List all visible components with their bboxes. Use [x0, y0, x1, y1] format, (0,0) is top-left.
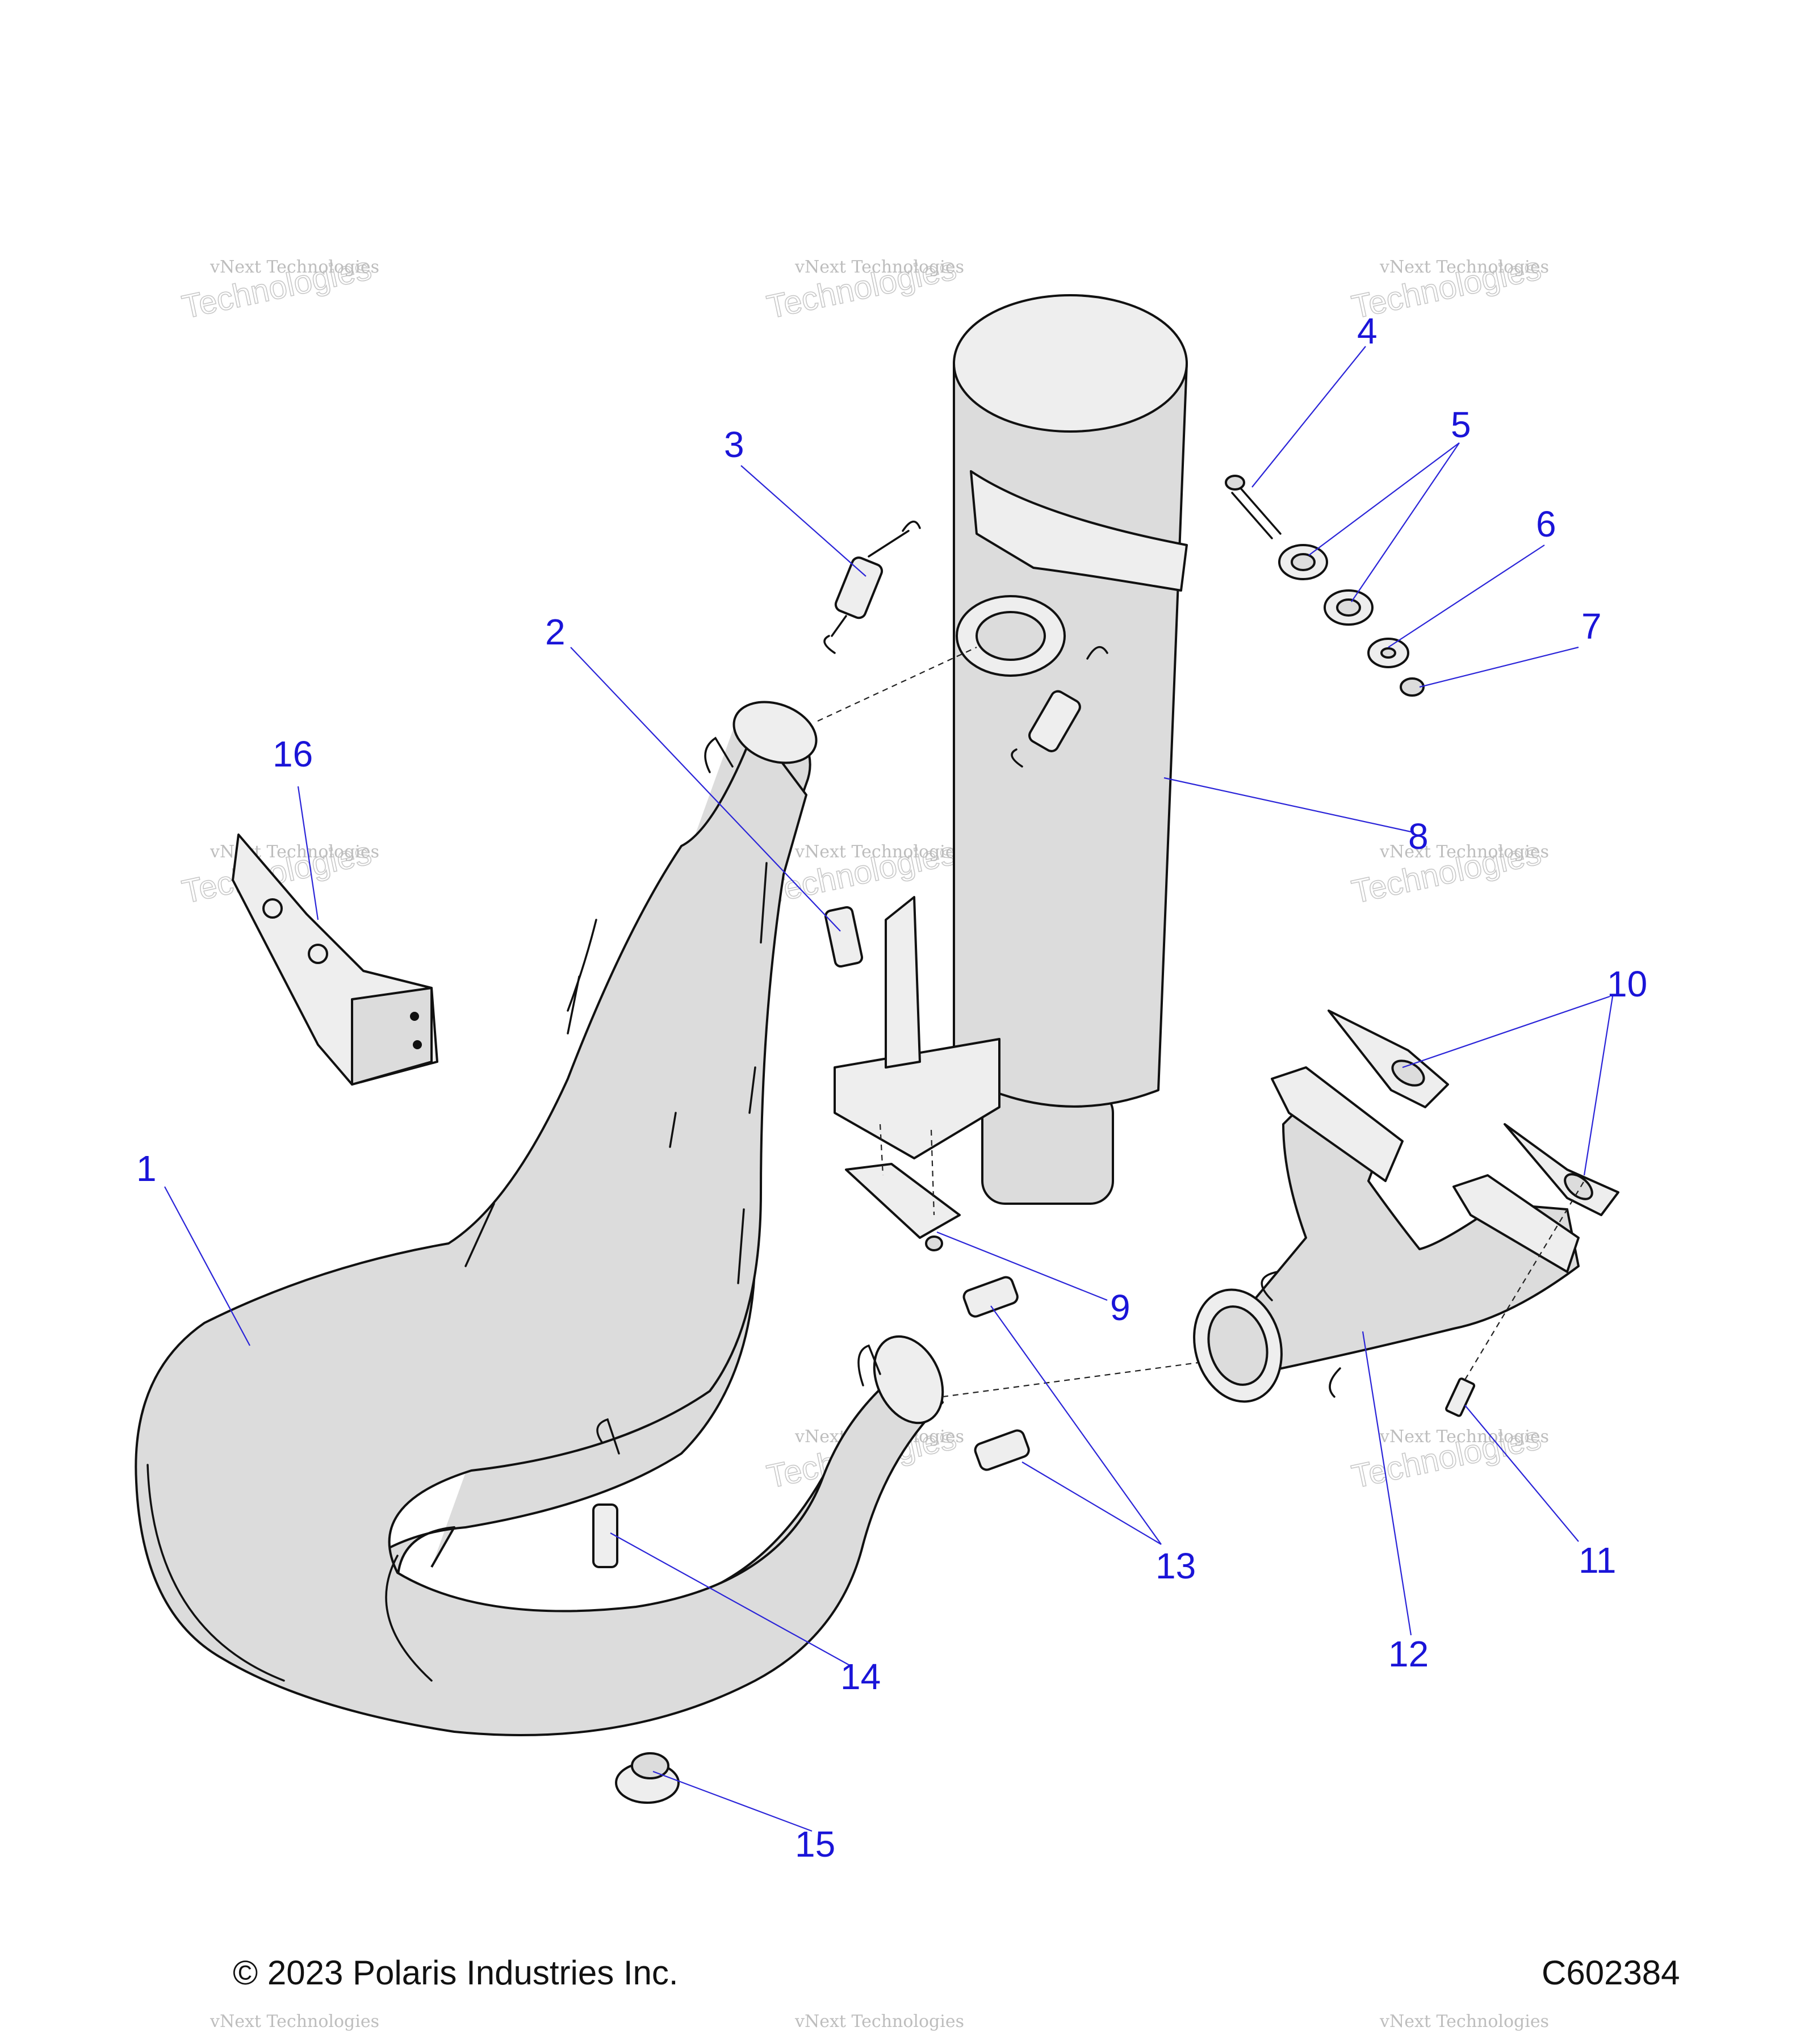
mount-pad [845, 1124, 961, 1251]
callout-9: 9 [1110, 1287, 1131, 1328]
callout-7: 7 [1581, 606, 1602, 647]
svg-text:vNext Technologies: vNext Technologies [1379, 2012, 1549, 2032]
callout-5: 5 [1451, 404, 1471, 445]
spring-upper [823, 521, 921, 654]
spring-muffler [1011, 646, 1108, 768]
assembly-lines [817, 647, 1199, 1398]
spring-2 [824, 906, 864, 968]
leader-lines [164, 346, 1614, 1832]
callout-11: 11 [1579, 1540, 1616, 1581]
mount-bracket [232, 833, 438, 1086]
svg-text:vNext Technologies: vNext Technologies [1379, 257, 1549, 277]
figure-id: C602384 [1542, 1954, 1680, 1992]
callout-1: 1 [136, 1148, 157, 1189]
callout-2: 2 [545, 611, 566, 652]
watermark: Technologies vNext Technologies [1348, 249, 1549, 326]
callout-14: 14 [840, 1656, 881, 1697]
svg-text:vNext Technologies: vNext Technologies [1379, 842, 1549, 862]
svg-text:vNext Technologies: vNext Technologies [794, 257, 964, 277]
watermark: Technologies vNext Technologies [763, 249, 964, 326]
svg-text:vNext Technologies: vNext Technologies [1379, 1427, 1549, 1447]
callout-3: 3 [724, 424, 744, 465]
callout-8: 8 [1408, 816, 1429, 857]
gasket-right [1504, 1123, 1619, 1216]
callout-15: 15 [795, 1824, 835, 1865]
callout-6: 6 [1536, 504, 1556, 544]
watermark: Technologies vNext Technologies [1348, 834, 1549, 911]
bolt-stack [1225, 475, 1425, 697]
svg-text:vNext Technologies: vNext Technologies [210, 2012, 379, 2032]
y-manifold [1193, 1066, 1580, 1403]
watermark: Technologies vNext Technologies [178, 249, 379, 326]
spring-13a [962, 1276, 1019, 1318]
muffler [834, 294, 1188, 1205]
callout-13: 13 [1155, 1545, 1196, 1586]
copyright-notice: © 2023 Polaris Industries Inc. [233, 1954, 679, 1992]
grommet [615, 1752, 680, 1804]
callout-4: 4 [1357, 311, 1378, 351]
callout-labels: 1 2 3 4 5 6 7 8 9 10 11 12 13 14 15 16 [136, 311, 1647, 1865]
watermark: Technologies vNext Technologies [763, 834, 964, 911]
callout-12: 12 [1388, 1633, 1429, 1674]
callout-10: 10 [1607, 964, 1647, 1004]
manifold-stud [1445, 1180, 1585, 1417]
watermark: vNext Technologies [794, 2012, 964, 2032]
svg-text:vNext Technologies: vNext Technologies [210, 257, 379, 277]
gasket-left [1328, 1010, 1449, 1108]
svg-text:vNext Technologies: vNext Technologies [794, 2012, 964, 2032]
spring-14 [592, 1503, 618, 1568]
spring-13b [974, 1429, 1030, 1471]
watermark: vNext Technologies [210, 2012, 379, 2032]
watermark: vNext Technologies [1379, 2012, 1549, 2032]
svg-text:vNext Technologies: vNext Technologies [794, 842, 964, 862]
callout-16: 16 [273, 734, 313, 774]
expansion-pipe [135, 701, 944, 1736]
